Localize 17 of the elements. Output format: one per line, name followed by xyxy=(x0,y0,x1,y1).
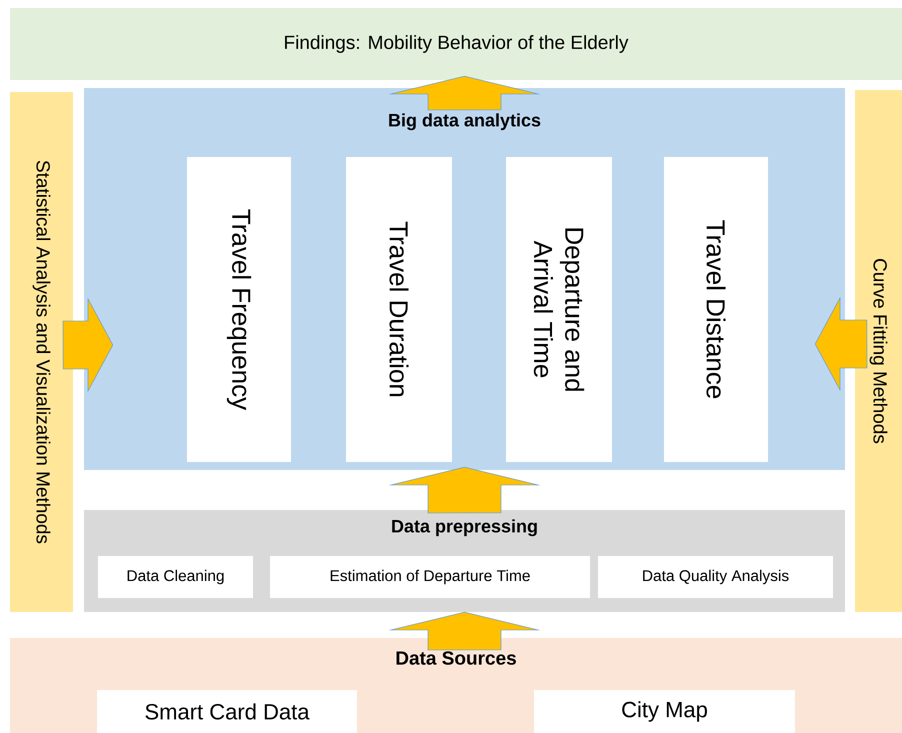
step-box: Data Cleaning xyxy=(98,556,253,598)
method-band: Statistical Analysis and Visualization Methods xyxy=(10,92,73,612)
metric-box: Travel Duration xyxy=(346,157,452,462)
source-box: City Map xyxy=(534,690,795,733)
block-arrow xyxy=(814,296,868,392)
block-arrow xyxy=(388,612,541,650)
block-arrow xyxy=(388,76,541,110)
findings-band: Findings: Mobility Behavior of the Elderly xyxy=(10,8,902,80)
metric-box: Travel Frequency xyxy=(187,157,291,462)
metric-box: Travel Distance xyxy=(664,157,768,462)
source-box: Smart Card Data xyxy=(97,690,357,733)
block-arrow xyxy=(62,298,114,392)
block-arrow xyxy=(388,466,541,514)
metric-box: Departure and Arrival Time xyxy=(506,157,612,462)
method-band: Curve Fitting Methods xyxy=(855,90,902,612)
step-box: Data Quality Analysis xyxy=(598,556,833,598)
step-box: Estimation of Departure Time xyxy=(270,556,590,598)
